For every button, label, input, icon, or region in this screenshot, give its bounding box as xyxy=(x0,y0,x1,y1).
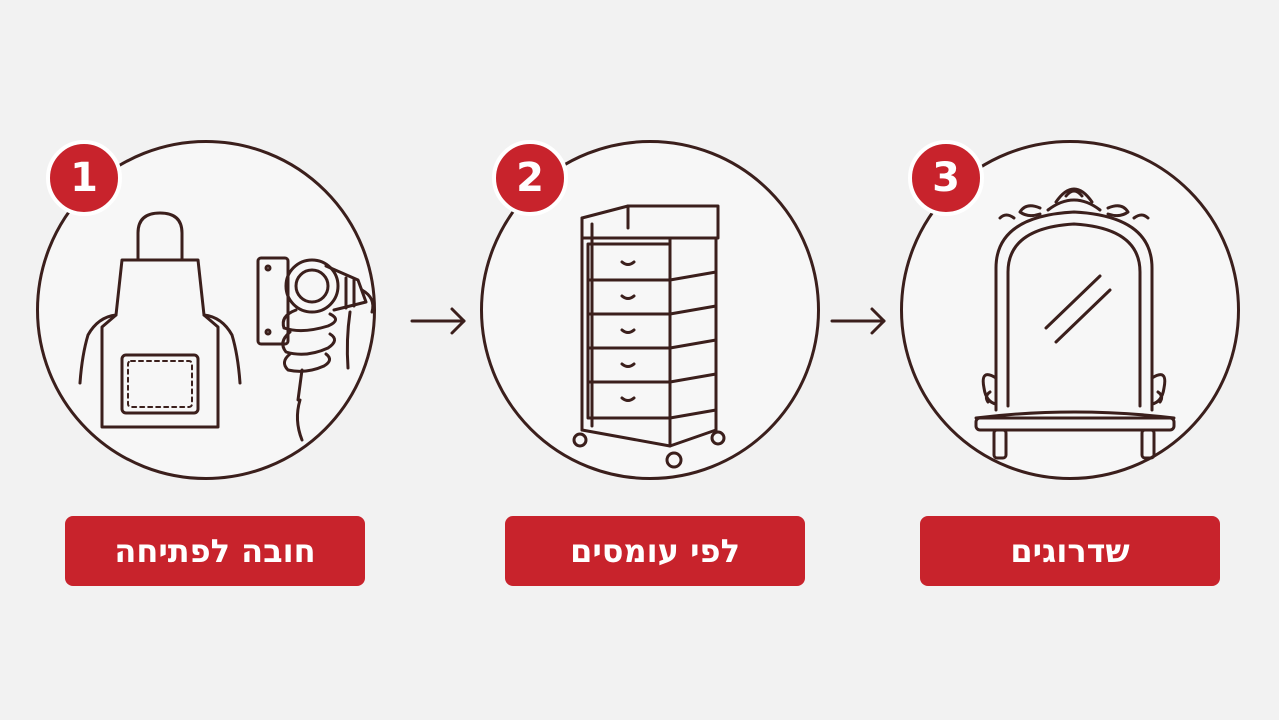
step-1-label: חובה לפתיחה xyxy=(65,516,365,586)
drawer-trolley-icon xyxy=(568,200,733,475)
step-3-number-badge: 3 xyxy=(908,140,984,216)
step-3-label: שדרוגים xyxy=(920,516,1220,586)
hair-dryer-icon xyxy=(250,250,390,450)
step-2-number-badge: 2 xyxy=(492,140,568,216)
arrow-right-icon xyxy=(830,307,886,335)
apron-icon xyxy=(70,205,250,435)
ornate-mirror-icon xyxy=(970,178,1180,463)
step-1-number-badge: 1 xyxy=(46,140,122,216)
step-2-label: לפי עומסים xyxy=(505,516,805,586)
arrow-right-icon xyxy=(410,307,466,335)
